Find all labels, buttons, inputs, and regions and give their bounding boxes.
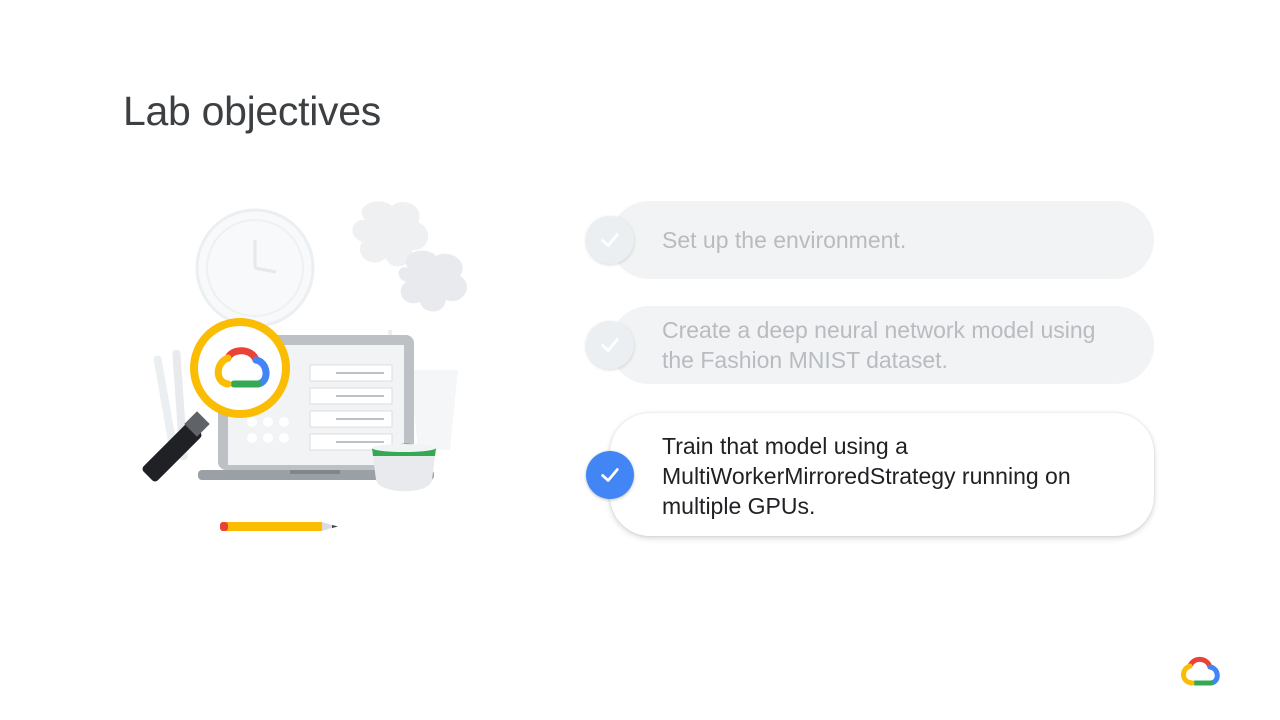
google-cloud-logo-icon: [1181, 656, 1220, 686]
objective-item-1: Set up the environment.: [586, 201, 1154, 279]
objective-item-2: Create a deep neural network model using…: [586, 306, 1154, 384]
objective-pill: [610, 413, 1154, 536]
objective-item-3: Train that model using a MultiWorkerMirr…: [586, 413, 1154, 536]
objective-pill: [610, 306, 1154, 384]
plant-icon: [352, 201, 468, 450]
slide-title: Lab objectives: [123, 88, 381, 134]
pencil-icon: [220, 522, 338, 531]
objective-pill: [610, 201, 1154, 279]
google-cloud-logo-icon: [214, 347, 270, 388]
lab-illustration: [142, 201, 468, 531]
checkmark-icon: [586, 321, 634, 369]
coffee-mug-icon: [372, 443, 436, 492]
objective-text: Train that model using a MultiWorkerMirr…: [662, 433, 1071, 519]
checkmark-icon: [586, 216, 634, 264]
objective-text: Create a deep neural network model using…: [662, 317, 1096, 373]
magnifying-glass-icon: [142, 318, 290, 482]
checkmark-icon: [586, 451, 634, 499]
objective-text: Set up the environment.: [662, 227, 907, 253]
clock-icon: [195, 208, 315, 328]
